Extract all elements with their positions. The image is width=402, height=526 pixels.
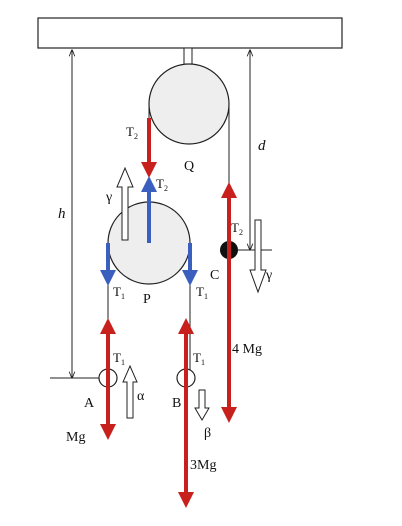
accel-gamma-up-icon	[116, 166, 134, 241]
pulley-q	[148, 63, 230, 145]
label-h: h	[58, 206, 66, 222]
label-t1-b: T1	[193, 350, 205, 367]
label-t2-c: T2	[231, 220, 243, 237]
label-c: C	[210, 268, 219, 283]
label-d: d	[258, 138, 266, 154]
label-b: B	[172, 396, 181, 411]
label-mass-b: 3Mg	[190, 458, 216, 473]
label-a: A	[84, 396, 95, 411]
label-mass-a: Mg	[66, 430, 85, 445]
label-t1-left: T1	[113, 284, 125, 301]
label-beta: β	[204, 426, 211, 441]
ceiling	[37, 17, 343, 49]
label-gamma-top: γ	[105, 190, 112, 205]
accel-beta-down-icon	[194, 389, 210, 421]
label-alpha: α	[137, 389, 145, 404]
label-mass-c: 4 Mg	[232, 342, 262, 357]
label-t2-red: T2	[126, 124, 138, 141]
accel-gamma-down-icon	[249, 219, 267, 294]
label-t2-blue: T2	[156, 176, 168, 193]
label-q: Q	[184, 159, 194, 174]
label-t1-a: T1	[113, 350, 125, 367]
accel-alpha-up-icon	[122, 364, 138, 419]
label-t1-right: T1	[196, 284, 208, 301]
label-gamma-right: γ	[265, 268, 272, 283]
label-p: P	[143, 292, 151, 307]
